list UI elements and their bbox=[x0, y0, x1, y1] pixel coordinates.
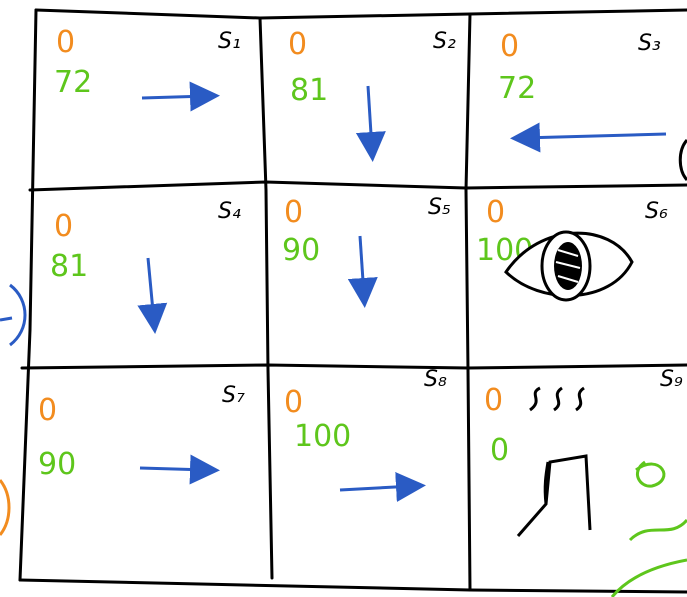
state-label: S₂ bbox=[433, 29, 456, 54]
state-label: S₈ bbox=[424, 367, 447, 392]
state-label: S₁ bbox=[218, 29, 241, 54]
cell-s2: S₂ 0 81 bbox=[288, 27, 456, 150]
cell-s6: S₆ 0 100 bbox=[476, 195, 668, 300]
policy-arrow-down bbox=[148, 258, 154, 322]
cell-s8: S₈ 0 100 bbox=[284, 367, 447, 490]
state-label: S₇ bbox=[222, 383, 245, 408]
chimney-icon bbox=[518, 388, 590, 536]
initial-value: 0 bbox=[54, 209, 73, 244]
policy-arrow-right bbox=[142, 96, 208, 98]
edge-doodle-orange bbox=[0, 480, 9, 535]
learned-value: 100 bbox=[294, 419, 351, 454]
policy-arrow-down bbox=[360, 236, 364, 296]
initial-value: 0 bbox=[288, 27, 307, 62]
initial-value: 0 bbox=[284, 195, 303, 230]
policy-arrow-right bbox=[340, 486, 414, 490]
initial-value: 0 bbox=[284, 385, 303, 420]
grid-lines bbox=[20, 10, 687, 592]
initial-value: 0 bbox=[486, 195, 505, 230]
initial-value: 0 bbox=[56, 25, 75, 60]
initial-value: 0 bbox=[484, 383, 503, 418]
cell-s9: S₉ 0 0 bbox=[484, 367, 687, 597]
learned-value: 81 bbox=[290, 73, 328, 108]
learned-value: 90 bbox=[38, 447, 76, 482]
edge-doodle-blue bbox=[10, 285, 25, 345]
learned-value: 72 bbox=[498, 71, 536, 106]
cell-s3: S₃ 0 72 bbox=[498, 29, 666, 138]
policy-arrow-left bbox=[522, 134, 666, 138]
state-label: S₃ bbox=[638, 31, 661, 56]
policy-arrow-down bbox=[368, 86, 372, 150]
learned-value: 0 bbox=[490, 433, 509, 468]
cell-s5: S₅ 0 90 bbox=[282, 195, 451, 296]
edge-doodle-black bbox=[680, 140, 687, 180]
learned-value: 81 bbox=[50, 249, 88, 284]
edge-doodle-mark bbox=[0, 318, 12, 320]
green-scribble bbox=[612, 462, 687, 597]
cell-s1: S₁ 0 72 bbox=[54, 25, 241, 100]
state-label: S₉ bbox=[660, 367, 683, 392]
initial-value: 0 bbox=[500, 29, 519, 64]
policy-arrow-right bbox=[140, 468, 208, 470]
state-label: S₄ bbox=[218, 199, 241, 224]
state-label: S₅ bbox=[428, 195, 451, 220]
state-label: S₆ bbox=[645, 199, 668, 224]
initial-value: 0 bbox=[38, 393, 57, 428]
learned-value: 72 bbox=[54, 65, 92, 100]
learned-value: 90 bbox=[282, 233, 320, 268]
cell-s7: S₇ 0 90 bbox=[38, 383, 245, 482]
cell-s4: S₄ 0 81 bbox=[50, 199, 241, 322]
